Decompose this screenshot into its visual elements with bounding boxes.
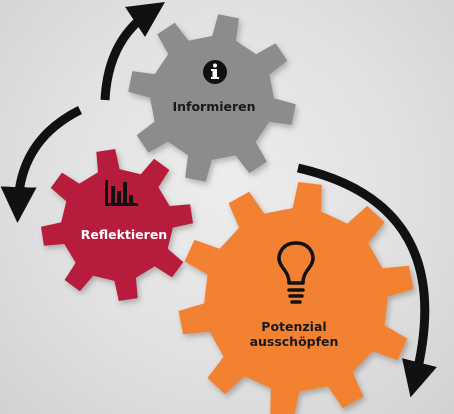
gear-potenzial bbox=[178, 182, 414, 414]
gear-reflektieren bbox=[41, 149, 193, 301]
arrow-right bbox=[296, 163, 437, 398]
info-icon bbox=[203, 60, 227, 84]
gear-label-reflektieren: Reflektieren bbox=[80, 227, 168, 242]
arrow-left bbox=[0, 105, 83, 223]
gear-label-potenzial: Potenzial ausschöpfen bbox=[232, 319, 356, 349]
bar-chart-icon bbox=[105, 180, 138, 206]
gear-label-potenzial-line1: Potenzial bbox=[261, 319, 327, 334]
arrow-top bbox=[100, 2, 165, 101]
gear-informieren bbox=[128, 14, 296, 182]
gear-label-potenzial-line2: ausschöpfen bbox=[249, 334, 339, 349]
gear-label-informieren: Informieren bbox=[172, 99, 256, 114]
lightbulb-icon bbox=[277, 241, 315, 304]
